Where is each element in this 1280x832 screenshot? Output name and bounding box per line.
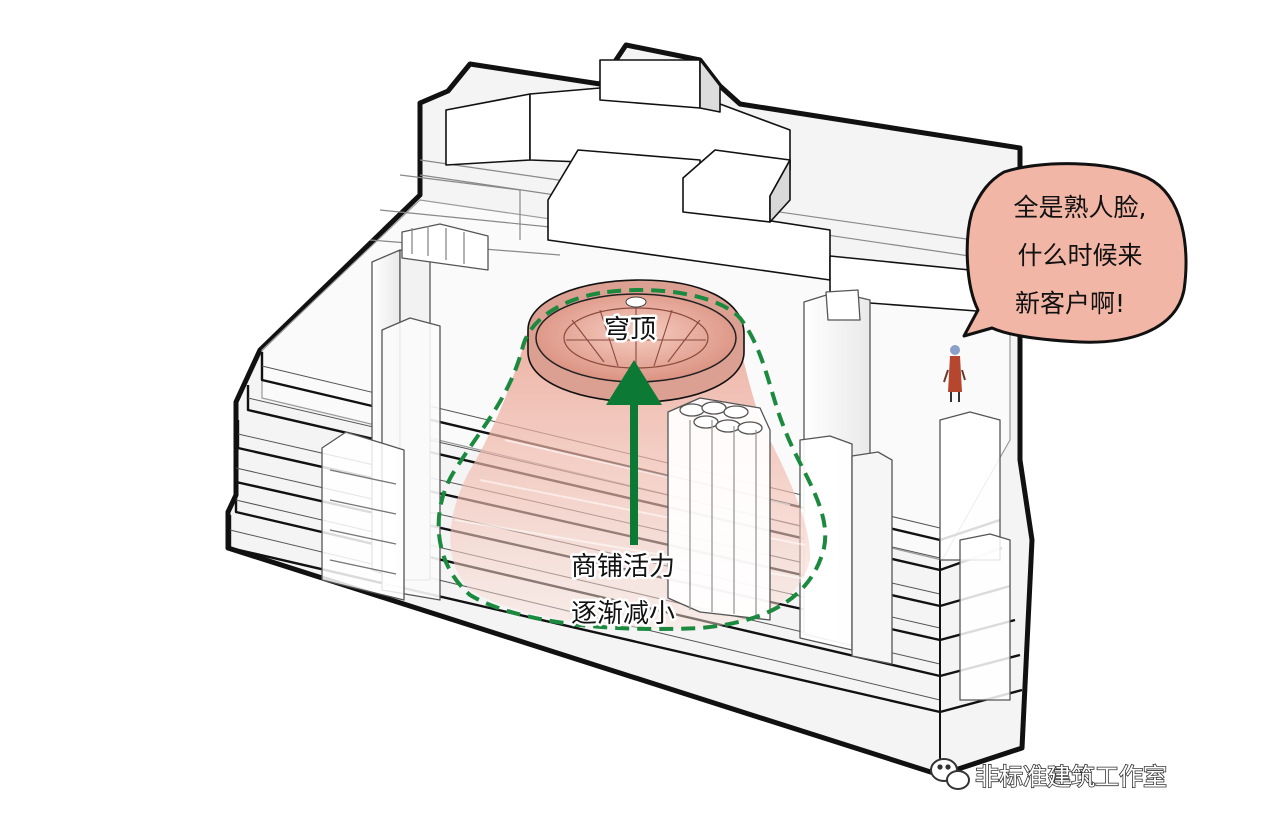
bubble-line-3: 新客户啊! [1015, 289, 1125, 318]
bubble-line-1: 全是熟人脸, [1014, 193, 1147, 222]
shop-vitality-label-line1: 商铺活力 [571, 552, 675, 582]
atrium-columns [668, 398, 770, 620]
shop-vitality-label-line2: 逐渐减小 [571, 599, 675, 629]
dome-label: 穹顶 [604, 315, 656, 345]
watermark-text: 非标准建筑工作室 [975, 763, 1167, 791]
speech-bubble: 全是熟人脸, 什么时候来 新客户啊! [964, 164, 1186, 343]
bubble-line-2: 什么时候来 [1017, 241, 1142, 270]
